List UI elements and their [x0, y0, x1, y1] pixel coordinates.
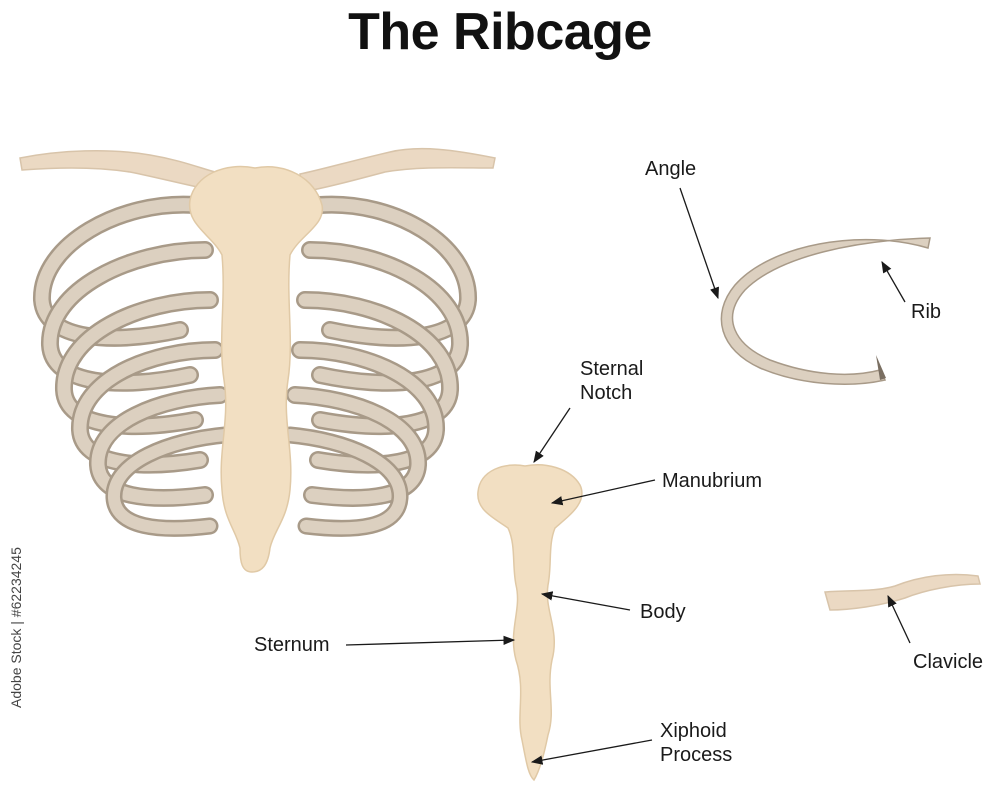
label-body: Body	[640, 601, 686, 623]
leader-arrows	[345, 187, 911, 765]
rib-5	[89, 386, 427, 507]
arrow-angle	[679, 187, 719, 300]
label-clavicle: Clavicle	[913, 651, 984, 673]
ribcage-sternum	[188, 165, 324, 573]
rib-2	[40, 241, 470, 392]
label-sternal-notch: Sternal Notch	[580, 358, 644, 404]
rib-6	[105, 426, 409, 537]
arrow-clavicle	[887, 594, 911, 644]
sternum-illustration	[477, 464, 583, 782]
arrow-manubrium	[550, 479, 656, 506]
label-xiphoid-process: Xiphoid Process	[660, 720, 733, 766]
arrow-sternal-notch	[533, 407, 571, 463]
label-rib: Rib	[911, 301, 942, 323]
ribcage-illustration	[19, 147, 496, 573]
page-title: The Ribcage	[348, 3, 652, 61]
stock-credit: Adobe Stock | #62234245	[8, 547, 24, 708]
ribs-group	[32, 195, 478, 537]
single-rib-illustration	[720, 237, 931, 385]
arrow-body	[540, 591, 631, 611]
label-angle: Angle	[645, 158, 697, 180]
label-manubrium: Manubrium	[662, 470, 763, 492]
clavicle-illustration	[824, 573, 981, 611]
label-sternum: Sternum	[254, 634, 330, 656]
arrow-xiphoid	[530, 739, 653, 765]
rib-1	[32, 195, 478, 347]
arrow-rib	[881, 260, 906, 303]
arrow-sternum	[345, 635, 516, 646]
